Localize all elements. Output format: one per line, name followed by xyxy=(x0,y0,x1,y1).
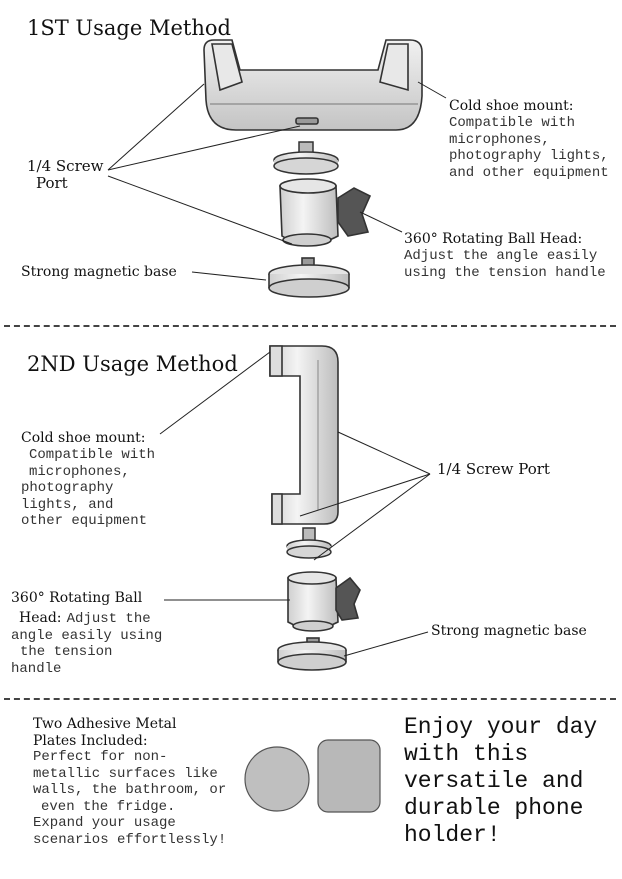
screw-plate-2 xyxy=(286,527,332,559)
method1-title: 1ST Usage Method xyxy=(27,16,231,40)
method2-magnetic-base-label: Strong magnetic base xyxy=(431,623,587,639)
ball-head-2 xyxy=(287,571,361,632)
magnetic-base-2 xyxy=(277,637,347,671)
method1-ball-head-callout: 360° Rotating Ball Head: Adjust the angl… xyxy=(404,231,606,281)
tagline: Enjoy your day with this versatile and d… xyxy=(404,714,598,848)
leader-lines-2 xyxy=(159,351,431,657)
section-divider-2 xyxy=(4,698,616,700)
adhesive-plate-rect xyxy=(317,739,381,813)
method1-screw-port-label: 1/4 Screw Port xyxy=(27,157,104,192)
leader-lines-1 xyxy=(107,81,447,281)
method2-title: 2ND Usage Method xyxy=(27,352,238,376)
method1-magnetic-base-label: Strong magnetic base xyxy=(21,264,177,280)
magnetic-base-1 xyxy=(268,257,350,298)
screw-plate-1 xyxy=(273,141,339,175)
phone-clamp-horizontal xyxy=(203,39,423,131)
plates-callout: Two Adhesive Metal Plates Included: Perf… xyxy=(33,716,227,848)
ball-head-1 xyxy=(279,178,372,247)
phone-clamp-vertical xyxy=(269,345,339,525)
section-divider-1 xyxy=(4,325,616,327)
method2-screw-port-label: 1/4 Screw Port xyxy=(437,460,550,478)
method2-cold-shoe-callout: Cold shoe mount: Compatible with microph… xyxy=(21,430,156,529)
method1-cold-shoe-callout: Cold shoe mount: Compatible with microph… xyxy=(449,98,609,181)
adhesive-plate-round xyxy=(244,746,310,812)
method2-ball-head-callout: 360° Rotating Ball Head: Adjust the angl… xyxy=(11,590,163,677)
